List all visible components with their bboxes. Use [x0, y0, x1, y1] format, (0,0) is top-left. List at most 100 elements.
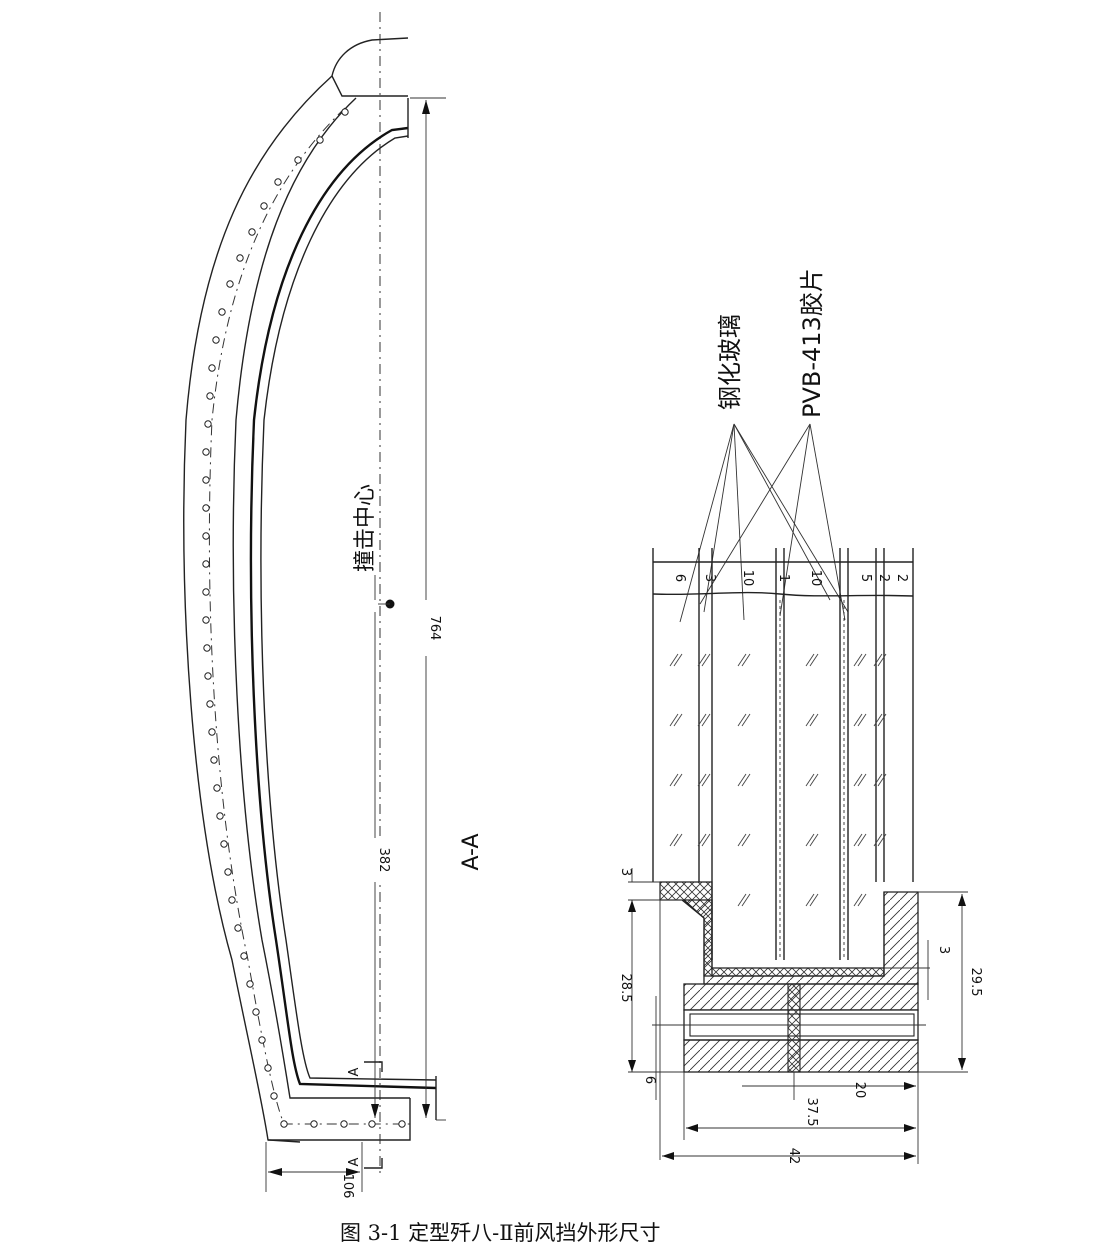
- rivet-hole: [274, 178, 282, 186]
- rivet-hole: [218, 308, 226, 316]
- frame-outer-edge: [183, 75, 333, 1143]
- glass-outer-line: [249, 126, 437, 1090]
- dim-37-5-text: 37.5: [804, 1098, 819, 1127]
- dim-29-5-text: 29.5: [968, 968, 983, 997]
- dim-6-text: 6: [642, 1076, 657, 1084]
- glass-hatch-tick: [809, 713, 819, 727]
- glass-hatch-tick: [669, 653, 679, 667]
- glass-hatch-tick: [809, 833, 819, 847]
- rivet-hole: [294, 156, 302, 164]
- bolt-head: [787, 983, 801, 1073]
- rivet-hole: [246, 980, 254, 988]
- rivet-hole: [270, 1092, 278, 1100]
- glass-hatch-tick: [669, 833, 679, 847]
- glass-hatch-tick: [697, 713, 707, 727]
- section-label: A-A: [459, 833, 484, 870]
- glass-hatch-marks: [669, 653, 887, 907]
- rivet-holes: [202, 108, 406, 1128]
- rivet-hole: [248, 228, 256, 236]
- rivet-hole: [202, 560, 210, 568]
- dimension-382: 382: [367, 612, 391, 1118]
- rivet-hole: [280, 1120, 288, 1128]
- rivet-hole: [316, 136, 324, 144]
- glass-hatch-tick: [805, 653, 815, 667]
- glass-hatch-tick: [737, 893, 747, 907]
- glass-hatch-tick: [697, 653, 707, 667]
- impact-center: 撞击中心: [353, 484, 395, 609]
- rivet-hole: [310, 1120, 318, 1128]
- glass-hatch-tick: [853, 773, 863, 787]
- glass-hatch-tick: [877, 833, 887, 847]
- pvb-label: PVB-413胶片: [798, 268, 826, 418]
- windshield-profile-view: 764 撞击中心 382 A-A A A: [183, 12, 484, 1199]
- glass-hatch-tick: [857, 893, 867, 907]
- rivet-hole: [213, 784, 221, 792]
- leader-lines: [679, 423, 849, 623]
- rivet-hole: [203, 644, 211, 652]
- glass-hatch-tick: [669, 773, 679, 787]
- rivet-line: [208, 107, 410, 1125]
- rivet-hole: [212, 336, 220, 344]
- glass-hatch-tick: [697, 833, 707, 847]
- frame-middle: [683, 983, 919, 1011]
- glass-hatch-tick: [805, 893, 815, 907]
- layer-number: 6: [672, 574, 687, 582]
- glass-hatch-tick: [741, 833, 751, 847]
- rivet-hole: [228, 896, 236, 904]
- glass-hatch-tick: [737, 773, 747, 787]
- rivet-hole: [236, 254, 244, 262]
- rivet-hole: [216, 812, 224, 820]
- layer-number: 10: [808, 570, 823, 587]
- glass-hatch-tick: [737, 653, 747, 667]
- layer-number: 5: [858, 574, 873, 582]
- layer-number: 3: [702, 574, 717, 582]
- glass-hatch-tick: [673, 833, 683, 847]
- rivet-hole: [202, 448, 210, 456]
- rivet-hole: [204, 672, 212, 680]
- glass-hatch-tick: [805, 713, 815, 727]
- frame-inner-edge: [232, 97, 410, 1099]
- dim-764-text: 764: [427, 616, 442, 641]
- rivet-hole: [204, 420, 212, 428]
- glass-hatch-tick: [669, 713, 679, 727]
- glass-hatch-tick: [809, 653, 819, 667]
- rivet-hole: [260, 202, 268, 210]
- rivet-hole: [252, 1008, 260, 1016]
- glass-hatch-tick: [873, 773, 883, 787]
- rivet-hole: [220, 840, 228, 848]
- glass-hatch-tick: [741, 713, 751, 727]
- rivet-hole: [206, 700, 214, 708]
- frame-upper: [682, 891, 919, 985]
- dim-20-text: 20: [852, 1082, 867, 1099]
- rivet-hole: [368, 1120, 376, 1128]
- rivet-hole: [206, 392, 214, 400]
- rivet-hole: [208, 728, 216, 736]
- glass-hatch-tick: [701, 833, 711, 847]
- dim-382-text: 382: [376, 848, 391, 873]
- layer-number: 2: [894, 574, 909, 582]
- section-mark-bottom: A: [347, 1157, 362, 1166]
- frame-lower: [683, 1039, 919, 1073]
- glass-hatch-tick: [857, 713, 867, 727]
- dim-3-top-text: 3: [618, 868, 633, 876]
- rivet-hole: [224, 868, 232, 876]
- section-dimensions: 3 28.5 6 29.5 3 20: [618, 868, 983, 1164]
- glass-hatch-tick: [877, 773, 887, 787]
- glass-hatch-tick: [741, 653, 751, 667]
- dim-42-text: 42: [786, 1148, 801, 1165]
- glass-hatch-tick: [853, 833, 863, 847]
- dimension-106: 106: [265, 1142, 363, 1199]
- layer-number: 10: [740, 570, 755, 587]
- seal-hatch: [659, 881, 885, 977]
- glass-hatch-tick: [809, 773, 819, 787]
- dim-106-text: 106: [340, 1174, 355, 1199]
- glass-hatch-tick: [701, 773, 711, 787]
- rivet-hole: [240, 952, 248, 960]
- glass-hatch-tick: [697, 773, 707, 787]
- glass-hatch-tick: [701, 713, 711, 727]
- rivet-hole: [208, 364, 216, 372]
- glass-hatch-tick: [857, 833, 867, 847]
- glass-hatch-tick: [741, 773, 751, 787]
